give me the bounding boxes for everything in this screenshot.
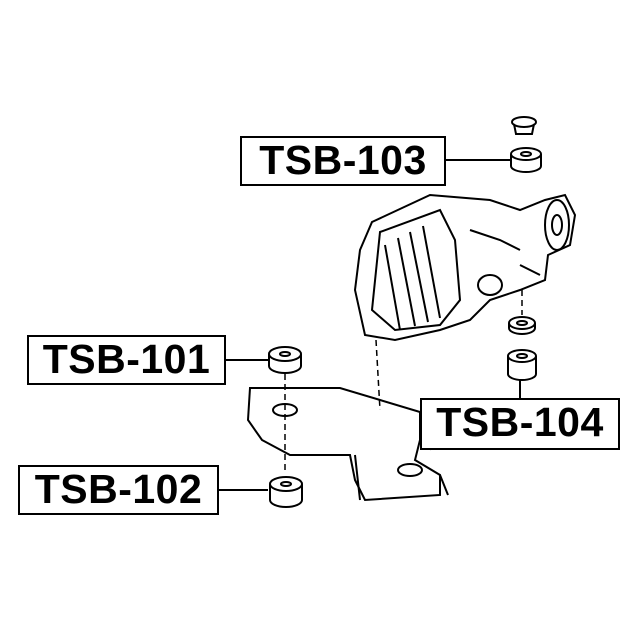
part-label-tsb101: TSB-101	[27, 335, 226, 385]
washer-tsb104	[508, 316, 536, 335]
bushing-tsb102	[269, 476, 303, 508]
mounting-bracket	[246, 387, 449, 502]
part-label-tsb103: TSB-103	[240, 136, 446, 186]
part-label-tsb102: TSB-102	[18, 465, 219, 515]
bushing-tsb104	[507, 349, 537, 381]
center-line	[375, 339, 381, 411]
bolt-top	[511, 116, 537, 135]
bushing-tsb101	[268, 346, 302, 374]
bushing-tsb103	[510, 147, 542, 173]
part-label-tsb104: TSB-104	[420, 398, 620, 450]
differential-housing	[353, 193, 577, 342]
